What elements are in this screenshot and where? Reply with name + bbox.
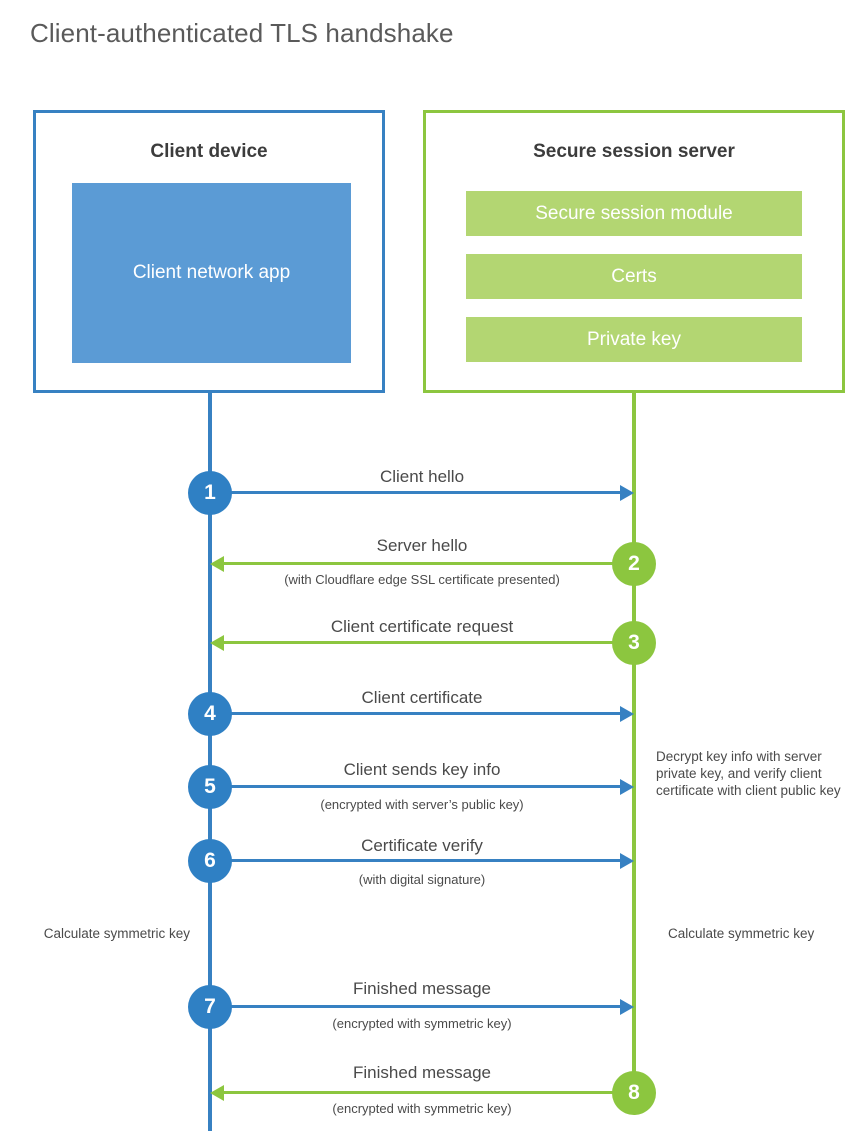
secure-session-server-title: Secure session server xyxy=(533,141,735,162)
server-item-private-key: Private key xyxy=(466,317,802,362)
step-2-line xyxy=(224,562,634,565)
server-item-certs: Certs xyxy=(466,254,802,299)
step-3-line xyxy=(224,641,634,644)
step-7-label: Finished message xyxy=(353,979,491,998)
client-device-box: Client device Client network app xyxy=(33,110,385,393)
step-3-marker[interactable]: 3 xyxy=(612,621,656,665)
step-1-label: Client hello xyxy=(379,467,465,486)
step-5-arrowhead-icon xyxy=(620,779,634,795)
secure-session-server-box: Secure session server Secure session mod… xyxy=(423,110,845,393)
client-lifeline xyxy=(208,391,212,1131)
step-2-arrowhead-icon xyxy=(210,556,224,572)
step-2-marker[interactable]: 2 xyxy=(612,542,656,586)
step-1-marker[interactable]: 1 xyxy=(188,471,232,515)
step-8-arrowhead-icon xyxy=(210,1085,224,1101)
step-8-sublabel: (encrypted with symmetric key) xyxy=(332,1101,512,1116)
step-6-marker[interactable]: 6 xyxy=(188,839,232,883)
step-6-line xyxy=(210,859,620,862)
step-5-marker[interactable]: 5 xyxy=(188,765,232,809)
note-calculate-symmetric-key-client: Calculate symmetric key xyxy=(43,926,190,941)
step-5-line xyxy=(210,785,620,788)
client-network-app-block: Client network app xyxy=(72,183,351,363)
note-decrypt-key-info: Decrypt key info with server private key… xyxy=(656,749,841,798)
step-3-label: Client certificate request xyxy=(330,617,514,636)
step-4-line xyxy=(210,712,620,715)
step-7-marker[interactable]: 7 xyxy=(188,985,232,1029)
step-7-sublabel: (encrypted with symmetric key) xyxy=(332,1016,512,1031)
page-title: Client-authenticated TLS handshake xyxy=(30,18,454,48)
step-8-line xyxy=(224,1091,634,1094)
step-4-arrowhead-icon xyxy=(620,706,634,722)
step-3-arrowhead-icon xyxy=(210,635,224,651)
step-5-sublabel: (encrypted with server’s public key) xyxy=(320,797,524,812)
step-8-label: Finished message xyxy=(353,1063,491,1082)
step-6-arrowhead-icon xyxy=(620,853,634,869)
server-item-secure-session-module: Secure session module xyxy=(466,191,802,236)
step-2-sublabel: (with Cloudflare edge SSL certificate pr… xyxy=(284,572,560,587)
server-lifeline xyxy=(632,391,636,1093)
step-6-sublabel: (with digital signature) xyxy=(358,872,486,887)
step-1-line xyxy=(210,491,620,494)
step-4-label: Client certificate xyxy=(361,688,483,707)
step-6-label: Certificate verify xyxy=(361,836,483,855)
client-device-title: Client device xyxy=(150,141,268,162)
step-7-arrowhead-icon xyxy=(620,999,634,1015)
step-4-marker[interactable]: 4 xyxy=(188,692,232,736)
note-calculate-symmetric-key-server: Calculate symmetric key xyxy=(668,926,815,941)
step-1-arrowhead-icon xyxy=(620,485,634,501)
step-7-line xyxy=(210,1005,620,1008)
step-2-label: Server hello xyxy=(376,536,468,555)
step-8-marker[interactable]: 8 xyxy=(612,1071,656,1115)
step-5-label: Client sends key info xyxy=(343,760,501,779)
